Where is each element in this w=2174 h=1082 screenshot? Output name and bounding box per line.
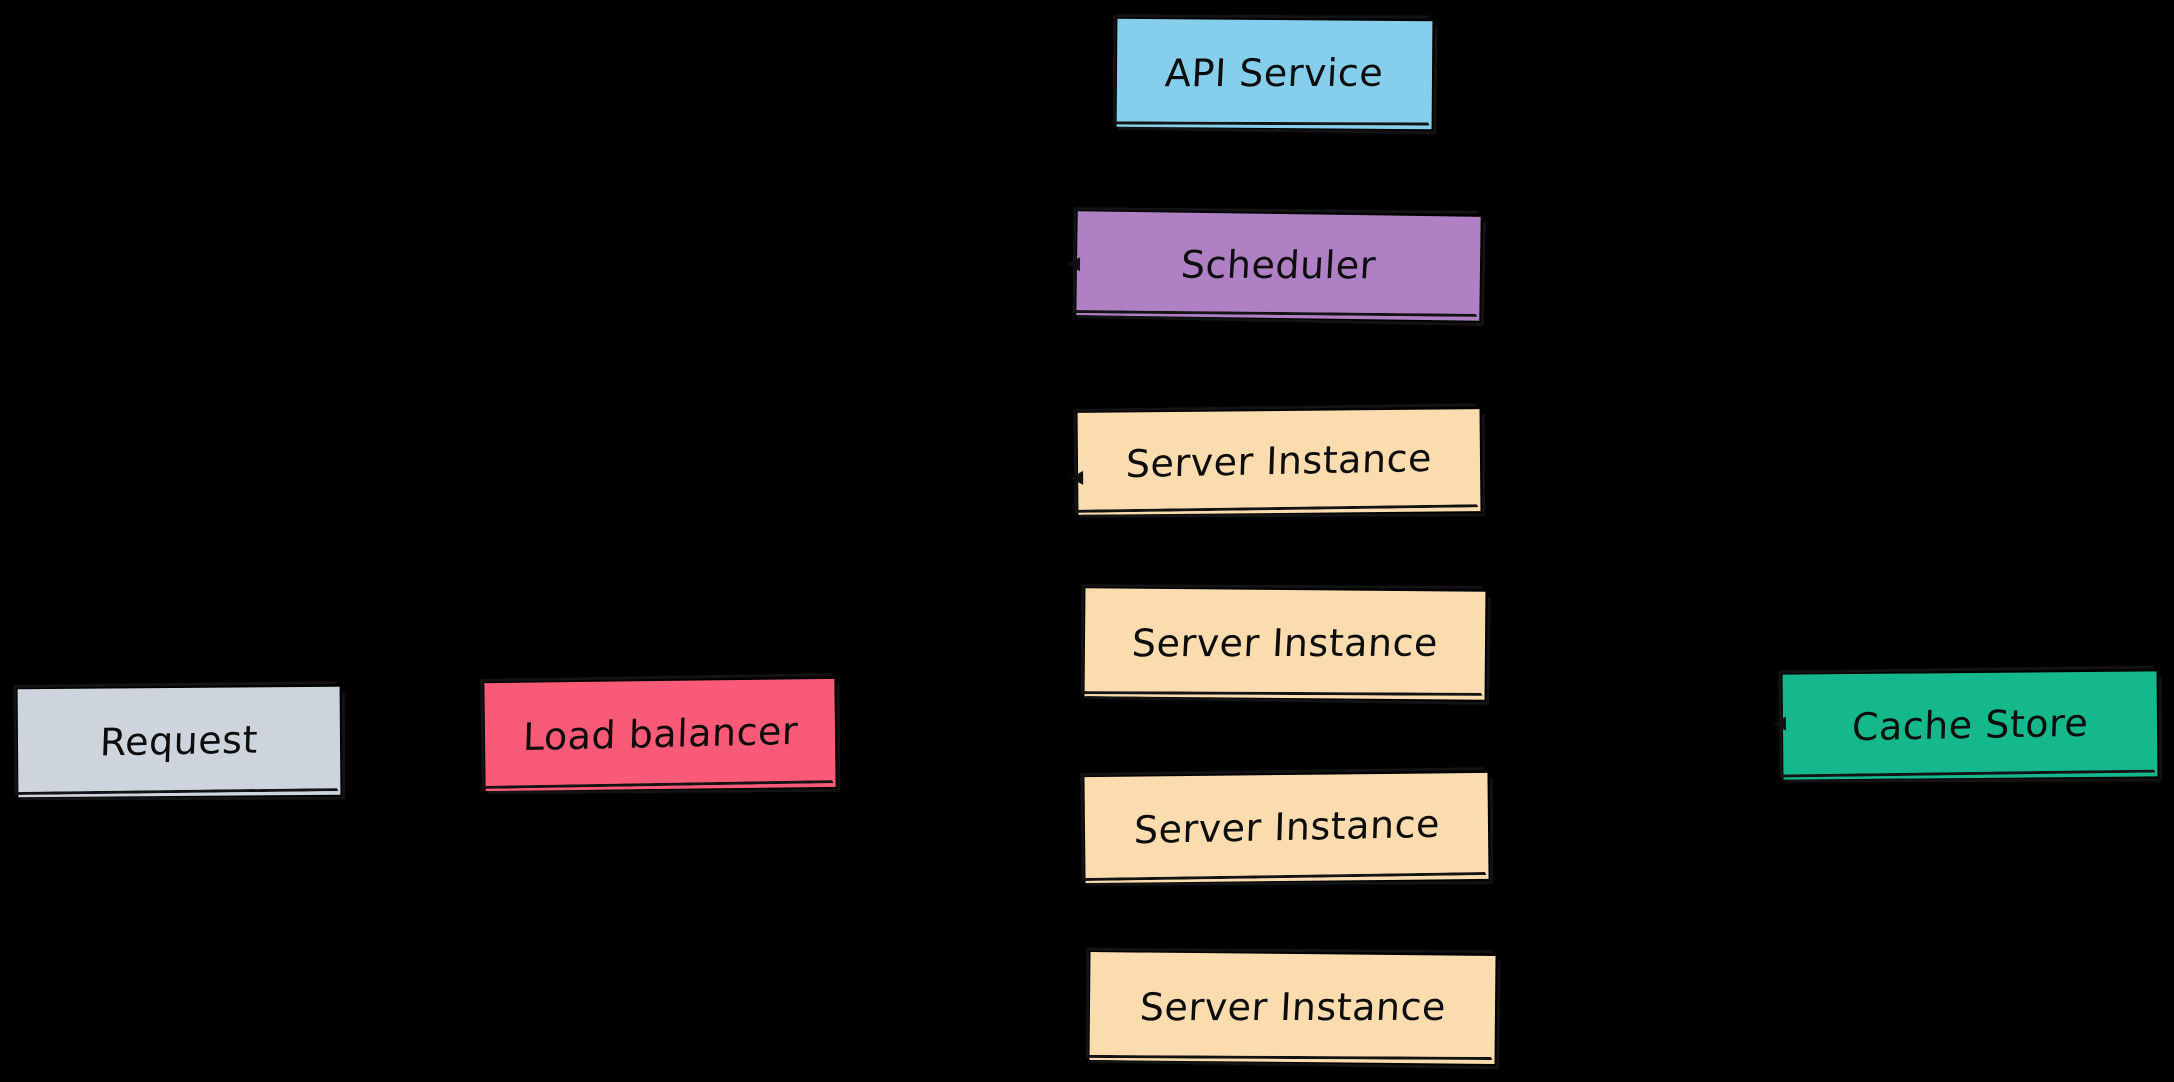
node-api-service-label: API Service (1164, 50, 1385, 96)
node-server-instance-3-label: Server Instance (1132, 801, 1441, 853)
node-server-instance-3[interactable]: Server Instance (1080, 767, 1494, 886)
node-scheduler-label: Scheduler (1179, 242, 1378, 288)
node-cache-store[interactable]: Cache Store (1772, 665, 2163, 783)
node-server-instance-1-label: Server Instance (1125, 436, 1433, 487)
arrowhead-into-cache-store-icon (1772, 716, 1787, 731)
node-server-instance-2[interactable]: Server Instance (1080, 584, 1491, 706)
node-server-instance-4[interactable]: Server Instance (1085, 947, 1501, 1070)
arrowhead-into-server-instance-1-icon (1070, 470, 1084, 486)
node-cache-store-label: Cache Store (1851, 700, 2089, 749)
node-server-instance-4-label: Server Instance (1138, 984, 1447, 1030)
node-load-balancer[interactable]: Load balancer (480, 673, 841, 795)
arrowhead-into-scheduler-icon (1066, 257, 1081, 272)
node-api-service[interactable]: API Service (1112, 14, 1438, 135)
node-load-balancer-label: Load balancer (521, 708, 799, 760)
node-request-label: Request (99, 717, 259, 765)
node-server-instance-2-label: Server Instance (1130, 620, 1440, 666)
node-request[interactable]: Request (13, 681, 346, 801)
node-scheduler[interactable]: Scheduler (1066, 207, 1486, 327)
node-server-instance-1[interactable]: Server Instance (1070, 403, 1486, 518)
